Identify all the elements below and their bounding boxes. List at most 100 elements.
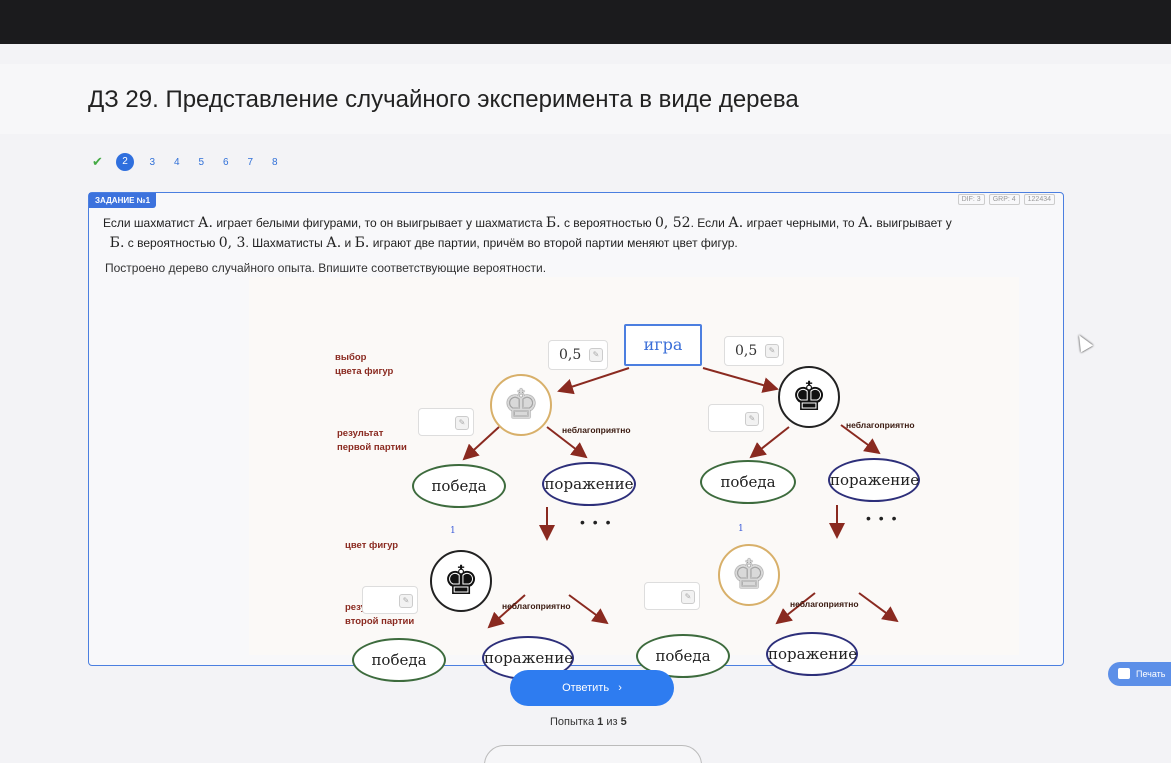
step-4[interactable]: 4 xyxy=(173,156,180,168)
unfavorable-label: неблагоприятно xyxy=(846,420,915,430)
step-6[interactable]: 6 xyxy=(222,156,229,168)
edge-white2-loss xyxy=(858,592,899,623)
player-a: А. xyxy=(728,215,744,231)
label-piece-color: цвет фигур xyxy=(345,540,399,551)
node-win-3: победа xyxy=(352,638,446,682)
tree-edges xyxy=(462,367,899,629)
prob-input-black2-win[interactable]: ✎ xyxy=(362,586,418,614)
task-step-navigation: ✔ 2 3 4 5 6 7 8 xyxy=(92,152,287,172)
prob-one-label: 1 xyxy=(450,526,456,536)
label-line: цвета фигур xyxy=(335,366,394,377)
label-line: второй партии xyxy=(345,616,415,627)
task-text-part: с вероятностью xyxy=(563,216,652,230)
edit-icon: ✎ xyxy=(589,348,603,362)
meta-id: 122434 xyxy=(1023,194,1055,205)
edge-white-win xyxy=(462,426,500,461)
task-text-part: и xyxy=(344,236,352,250)
task-text-part: играет черными, то xyxy=(746,216,855,230)
print-button[interactable]: Печать xyxy=(1108,662,1171,686)
prob-one-label: 1 xyxy=(738,524,744,534)
edit-icon: ✎ xyxy=(399,594,413,608)
edit-icon: ✎ xyxy=(765,344,779,358)
task-statement: Если шахматист А. играет белыми фигурами… xyxy=(103,213,1053,253)
unfavorable-label: неблагоприятно xyxy=(502,601,571,611)
node-loss-4: поражение xyxy=(766,632,858,676)
attempt-total: 5 xyxy=(620,716,627,728)
step-5[interactable]: 5 xyxy=(198,156,205,168)
edge-black-loss xyxy=(840,424,881,455)
prob-white: 0, 52 xyxy=(654,215,691,231)
unfavorable-label: неблагоприятно xyxy=(790,599,859,609)
label-line: результат xyxy=(337,428,384,439)
task-text-part: Если шахматист xyxy=(103,216,195,230)
edge-black-win xyxy=(749,426,790,459)
black-king-icon: ♚ xyxy=(430,550,492,612)
print-label: Печать xyxy=(1136,669,1166,679)
player-a: А. xyxy=(326,235,342,251)
attempt-counter: Попытка 1 из 5 xyxy=(550,716,627,728)
prob-input-black-win[interactable]: ✎ xyxy=(708,404,764,432)
label-first-game: результат первой партии xyxy=(337,427,407,455)
prob-input-root-left[interactable]: 0,5 ✎ xyxy=(548,340,608,370)
edge-white2-win xyxy=(775,592,816,625)
check-icon[interactable]: ✔ xyxy=(92,154,103,169)
prob-black: 0, 3 xyxy=(218,235,246,251)
step-3[interactable]: 3 xyxy=(149,156,156,168)
player-b: Б. xyxy=(109,235,125,251)
prob-input-white-win[interactable]: ✎ xyxy=(418,408,474,436)
label-line: первой партии xyxy=(337,442,407,453)
meta-dif: DIF: 3 xyxy=(957,194,985,205)
header-band xyxy=(0,64,1171,134)
edge-black2-loss xyxy=(568,594,609,625)
meta-grp: GRP: 4 xyxy=(988,194,1020,205)
page-title: ДЗ 29. Представление случайного эксперим… xyxy=(88,86,799,113)
node-loss-2: поражение xyxy=(828,458,920,502)
prob-input-root-right[interactable]: 0,5 ✎ xyxy=(724,336,784,366)
edge-black2-win xyxy=(487,594,526,629)
attempt-mid: из xyxy=(606,716,618,728)
attempt-current: 1 xyxy=(597,716,604,728)
edge-root-black xyxy=(702,367,779,393)
app-screen: ДЗ 29. Представление случайного эксперим… xyxy=(0,44,1171,763)
step-8[interactable]: 8 xyxy=(271,156,278,168)
task-text-part: выигрывает у xyxy=(876,216,952,230)
prob-value: 0,5 xyxy=(559,347,582,363)
black-king-icon: ♚ xyxy=(778,366,840,428)
task-text-part: . Если xyxy=(690,216,725,230)
screen-bezel xyxy=(0,0,1171,44)
task-text-part: . Шахматисты xyxy=(245,236,323,250)
player-a: А. xyxy=(857,215,874,231)
edit-icon: ✎ xyxy=(455,416,469,430)
label-line: выбор xyxy=(335,352,367,363)
task-text-part: с вероятностью xyxy=(127,236,216,250)
edge-white-loss xyxy=(546,426,588,459)
edge-root-white xyxy=(557,367,630,395)
label-color-choice: выбор цвета фигур xyxy=(335,351,393,379)
unfavorable-label: неблагоприятно xyxy=(562,425,631,435)
printer-icon xyxy=(1118,668,1130,679)
task-number-tag: ЗАДАНИЕ №1 xyxy=(89,193,157,208)
answer-label: Ответить xyxy=(562,682,610,694)
chevron-right-icon: › xyxy=(618,682,622,694)
edit-icon: ✎ xyxy=(681,590,695,604)
step-7[interactable]: 7 xyxy=(247,156,254,168)
answer-button[interactable]: Ответить › xyxy=(510,670,674,706)
task-instruction: Построено дерево случайного опыта. Впиши… xyxy=(105,261,547,275)
attempt-prefix: Попытка xyxy=(550,716,595,728)
node-win-1: победа xyxy=(412,464,506,508)
root-node: игра xyxy=(624,324,702,366)
node-loss-1: поражение xyxy=(542,462,636,506)
more-dots: • • • xyxy=(866,510,899,526)
more-dots: • • • xyxy=(580,514,613,530)
player-a: А. xyxy=(197,215,213,231)
player-b: Б. xyxy=(545,215,561,231)
prob-input-white2-win[interactable]: ✎ xyxy=(644,582,700,610)
bottom-button-partial[interactable] xyxy=(484,745,702,763)
task-text-part: играют две партии, причём во второй парт… xyxy=(372,236,738,250)
step-2[interactable]: 2 xyxy=(116,153,134,171)
task-text-part: играет белыми фигурами, то он выигрывает… xyxy=(216,216,543,230)
white-king-icon: ♚ xyxy=(490,374,552,436)
node-win-2: победа xyxy=(700,460,796,504)
node-win-4: победа xyxy=(636,634,730,678)
edit-icon: ✎ xyxy=(745,412,759,426)
